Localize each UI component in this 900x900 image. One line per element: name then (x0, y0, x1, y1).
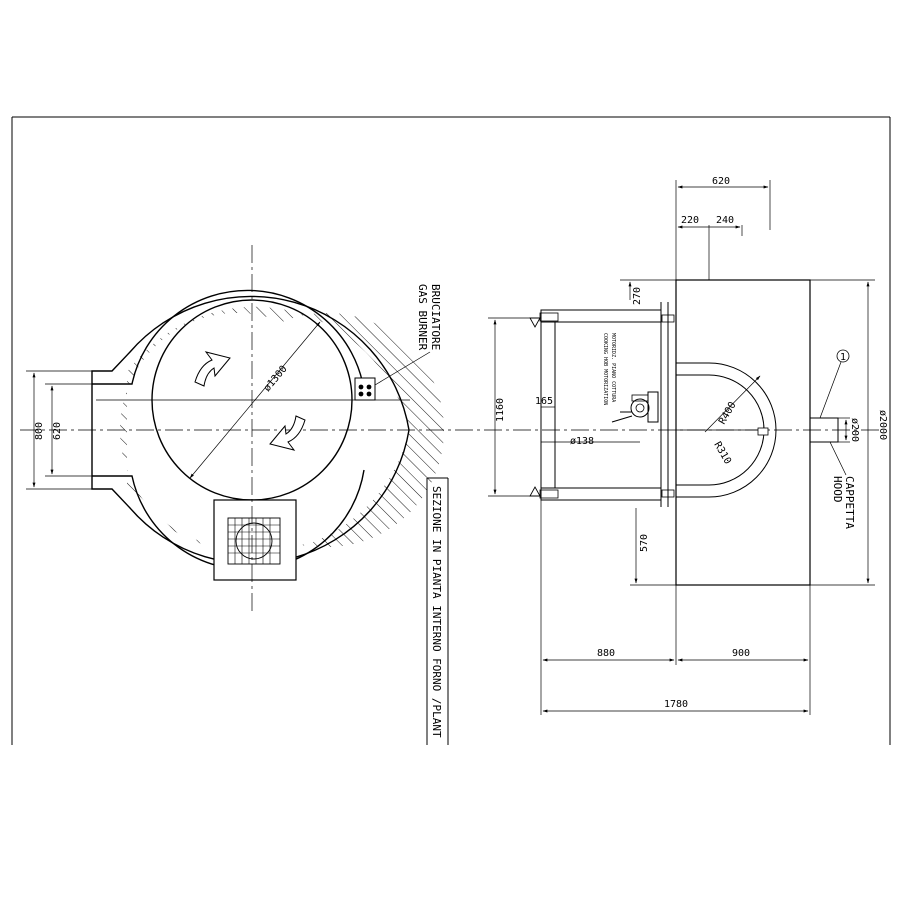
section-title: SEZIONE IN PIANTA INTERNO FORNO /PLANT (430, 486, 443, 738)
plan-width-inner-label: 620 (52, 422, 63, 440)
dim-220-label: 220 (681, 215, 699, 226)
motor-assembly-icon (611, 391, 659, 423)
dome-arc-outer (676, 362, 777, 498)
burner-label-en: GAS BURNER (416, 284, 429, 351)
dim-165-label: 165 (535, 396, 553, 407)
dim-270-label: 270 (632, 287, 643, 305)
side-view: R400 R310 MOTORIDZ (488, 176, 888, 715)
hood-label-en: HOOD (831, 476, 844, 503)
front-panel (529, 302, 675, 507)
gas-burner-icon (354, 377, 376, 401)
dim-200-label: ø200 (849, 418, 860, 442)
dim-880-label: 880 (597, 648, 615, 659)
hood-pipe (809, 417, 839, 443)
motor-label-it: MOTORIDZ. PIANO COTTURA (610, 333, 616, 402)
radius-r400-label: R400 (717, 400, 739, 426)
dim-2000-label: ø2000 (877, 410, 888, 440)
dim-900-label: 900 (732, 648, 750, 659)
drawing-frame (11, 116, 891, 745)
oven-body (675, 279, 811, 586)
radius-r310-label: R310 (711, 440, 733, 466)
top-dimensions: 620 220 240 (675, 176, 771, 280)
rotation-arrow-lower-icon (269, 415, 306, 451)
hood-label-it: CAPPETTA (843, 476, 856, 529)
dim-138-label: ø138 (570, 436, 594, 447)
front-door-box (213, 499, 297, 581)
dim-1780-label: 1780 (664, 699, 688, 710)
burner-label-it: BRUCIATORE (429, 284, 442, 350)
section-title-box: SEZIONE IN PIANTA INTERNO FORNO /PLANT (426, 477, 449, 745)
dim-620-label: 620 (712, 176, 730, 187)
motor-label-en: COOKING HOB MOTORIZATION (602, 333, 608, 405)
dim-240-label: 240 (716, 215, 734, 226)
dim-570-label: 570 (639, 534, 650, 552)
plan-width-dimensions: 800 620 (26, 370, 92, 490)
plan-width-outer-label: 800 (34, 422, 45, 440)
plan-diameter-label: ø1300 (262, 364, 290, 394)
rotation-arrow-upper-icon (194, 351, 231, 387)
dim-1160-label: 1160 (495, 398, 506, 422)
callout-circle (836, 349, 850, 363)
callout-number: 1 (840, 352, 846, 363)
plan-view: ø1300 BRUCIATORE GAS BURNER 800 620 (20, 245, 880, 615)
